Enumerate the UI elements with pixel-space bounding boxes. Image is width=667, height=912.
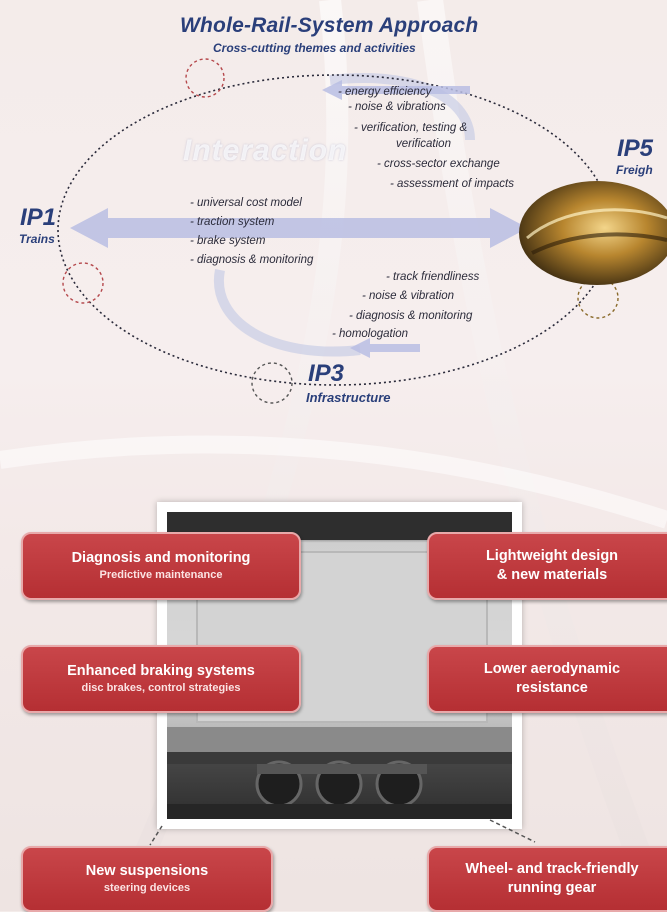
box-diagnosis-main: Diagnosis and monitoring <box>71 550 251 566</box>
ring-top <box>185 58 225 98</box>
box-lightweight-design: Lightweight design & new materials <box>427 532 667 600</box>
box-wheel-track-friendly: Wheel- and track-friendly running gear <box>427 846 667 912</box>
box-new-suspensions: New suspensions steering devices <box>21 846 273 912</box>
ip1-label: Trains <box>19 232 55 246</box>
diagram-subtitle: Cross-cutting themes and activities <box>213 41 416 55</box>
bullet-bot-4: - homologation <box>332 328 409 340</box>
bullet-top-5: - cross-sector exchange <box>377 158 500 170</box>
ip1-code: IP1 <box>20 204 57 231</box>
bullet-top-1: - energy efficiency <box>338 86 432 98</box>
bullet-mid-3: - brake system <box>190 235 266 247</box>
ring-right <box>577 277 619 319</box>
diagram-title: Whole-Rail-System Approach <box>180 14 479 37</box>
box-suspensions-sub: steering devices <box>103 882 191 894</box>
ring-left <box>62 262 104 304</box>
box-enhanced-braking: Enhanced braking systems disc brakes, co… <box>21 645 301 713</box>
freight-train-image <box>519 181 667 285</box>
box-diagnosis-sub: Predictive maintenance <box>99 569 223 581</box>
ip3-label: Infrastructure <box>306 390 391 405</box>
bullet-mid-4: - diagnosis & monitoring <box>190 254 314 266</box>
bullet-mid-2: - traction system <box>190 216 275 228</box>
box-suspensions-main: New suspensions <box>85 863 209 879</box>
box-wheel-line1: Wheel- and track-friendly <box>465 861 639 877</box>
box-braking-main: Enhanced braking systems <box>67 663 255 679</box>
ip3-code: IP3 <box>308 360 345 387</box>
box-braking-sub: disc brakes, control strategies <box>81 682 241 694</box>
bullet-top-3: - verification, testing & <box>354 122 468 134</box>
box-lightweight-line1: Lightweight design <box>485 548 619 564</box>
bullet-bot-2: - noise & vibration <box>362 290 455 302</box>
box-diagnosis-monitoring: Diagnosis and monitoring Predictive main… <box>21 532 301 600</box>
bullet-top-2: - noise & vibrations <box>348 101 446 113</box>
bullet-top-6: - assessment of impacts <box>390 178 514 190</box>
bullet-bot-1: - track friendliness <box>386 271 480 283</box>
box-aerodynamic: Lower aerodynamic resistance <box>427 645 667 713</box>
bullet-bot-3: - diagnosis & monitoring <box>349 310 473 322</box>
bullet-mid-1: - universal cost model <box>190 197 302 209</box>
ip5-label: Freigh <box>616 163 653 177</box>
box-wheel-line2: running gear <box>507 880 597 896</box>
ring-bottom <box>251 362 293 404</box>
box-aero-line2: resistance <box>516 680 588 696</box>
ip5-code: IP5 <box>617 135 654 162</box>
bullet-top-4: verification <box>396 138 451 150</box>
box-aero-line1: Lower aerodynamic <box>483 661 621 677</box>
box-lightweight-line2: & new materials <box>496 567 608 583</box>
interaction-watermark: Interaction <box>183 134 348 167</box>
